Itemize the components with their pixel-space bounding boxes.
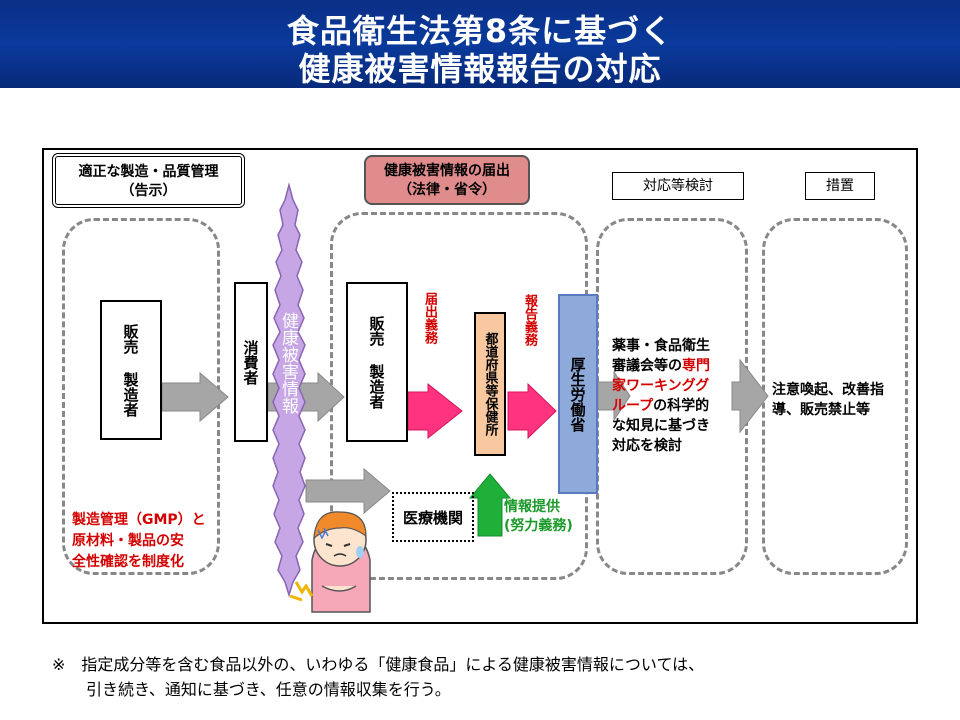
report-subtitle: （法律・省令）: [398, 182, 496, 198]
gmp-note-line2: 原材料・製品の安: [72, 533, 184, 549]
title-banner: 食品衛生法第8条に基づく 健康被害情報報告の対応: [0, 0, 960, 88]
response-header: 対応等検討: [612, 172, 744, 200]
arrow-mhlw-to-council: [597, 370, 631, 422]
report-arrow: [507, 382, 557, 440]
arrow-consumer-to-medical: [305, 467, 391, 515]
health-center-box: 都道府県等保健所: [474, 312, 506, 456]
report-header: 健康被害情報の届出 （法律・省令）: [364, 155, 530, 205]
info-provision-arrow: [468, 473, 512, 537]
seller-manufacturer-box-2: 販売 製造者: [346, 282, 408, 442]
report-title: 健康被害情報の届出: [384, 163, 510, 179]
council-line2b: 専門: [682, 358, 710, 374]
council-text: 薬事・食品衛生 審議会等の専門 家ワーキンググ ループの科学的 な知見に基づき …: [612, 336, 710, 456]
proper-mfg-header: 適正な製造・品質管理 （告示）: [52, 153, 245, 208]
footnote-line1: ※ 指定成分等を含む食品以外の、いわゆる「健康食品」による健康被害情報については…: [52, 655, 705, 674]
medical-institution-box: 医療機関: [392, 492, 474, 542]
mhlw-box: 厚生労働省: [558, 294, 598, 494]
health-info-label: 健康被害情報: [278, 312, 298, 414]
info-provision-line2: (努力義務): [504, 518, 573, 534]
title-line-1: 食品衛生法第8条に基づく: [286, 12, 674, 50]
council-line4a: ループ: [612, 398, 654, 414]
title-line-2: 健康被害情報報告の対応: [298, 50, 662, 88]
measures-text: 注意喚起、改善指 導、販売禁止等: [772, 380, 884, 420]
info-provision-label: 情報提供 (努力義務): [504, 498, 573, 536]
council-line4: ループの科学的: [612, 396, 710, 416]
gmp-note-line1: 製造管理（GMP）と: [72, 512, 206, 528]
notify-duty-label: 届出義務: [422, 292, 437, 344]
health-info-spike: [272, 182, 306, 598]
council-line4b: の科学的: [653, 398, 710, 414]
council-line5: な知見に基づき: [612, 418, 710, 434]
proper-mfg-subtitle: （告示）: [120, 183, 177, 199]
measures-header: 措置: [805, 172, 875, 200]
report-duty-label: 報告義務: [522, 294, 537, 346]
measures-line1: 注意喚起、改善指: [772, 382, 884, 398]
consumer-box: 消費者: [234, 282, 268, 442]
council-line6: 対応を検討: [612, 438, 682, 454]
council-line1: 薬事・食品衛生: [612, 338, 710, 354]
gmp-note: 製造管理（GMP）と 原材料・製品の安 全性確認を制度化: [72, 510, 206, 573]
council-line2a: 審議会等の: [612, 358, 682, 374]
sick-person-illustration: [289, 511, 371, 613]
measures-line2: 導、販売禁止等: [772, 402, 870, 418]
info-provision-line1: 情報提供: [504, 499, 560, 515]
diagram-frame: [42, 148, 918, 624]
council-line3: 家ワーキンググ: [612, 378, 710, 394]
arrow-council-to-measures: [731, 358, 769, 434]
council-line2: 審議会等の専門: [612, 356, 710, 376]
gmp-note-line3: 全性確認を制度化: [72, 554, 184, 570]
proper-mfg-title: 適正な製造・品質管理: [78, 164, 219, 180]
footnote-line2: 引き続き、通知に基づき、任意の情報収集を行う。: [86, 680, 451, 699]
seller-manufacturer-box: 販売 製造者: [100, 300, 162, 440]
footnote: ※ 指定成分等を含む食品以外の、いわゆる「健康食品」による健康被害情報については…: [52, 652, 704, 702]
arrow-mfr-to-consumer: [161, 371, 229, 423]
notify-arrow: [407, 382, 463, 440]
